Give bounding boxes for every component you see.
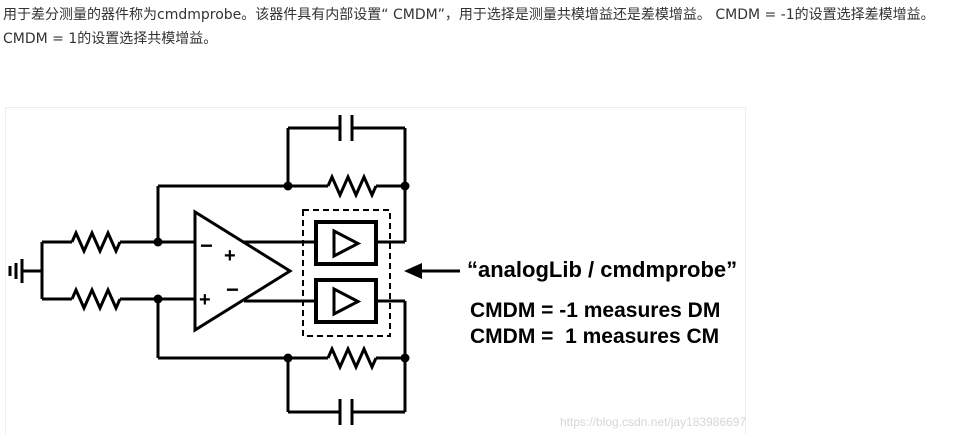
probe-top	[314, 220, 405, 266]
amp-minus-input-sign: −	[200, 233, 213, 258]
cmdmprobe-boundary	[302, 209, 391, 337]
intro-paragraph: 用于差分测量的器件称为cmdmprobe。该器件具有内部设置“ CMDM”，用于…	[3, 7, 935, 47]
junction-dots	[153, 181, 410, 363]
amp-plus-output-sign: +	[224, 245, 236, 267]
cmdmprobe-figure	[5, 107, 746, 434]
ground-icon	[8, 259, 42, 283]
probe-bottom	[314, 278, 405, 324]
input-resistor-bottom	[42, 286, 158, 312]
cell-name-label: “analogLib / cmdmprobe”	[467, 257, 737, 282]
feedback-top	[156, 115, 407, 242]
arrow-head	[404, 263, 422, 279]
cmdm-dm-label: CMDM = -1 measures DM	[470, 299, 720, 322]
amp-plus-input-sign: +	[199, 289, 211, 311]
diff-amplifier	[193, 209, 293, 333]
cmdm-cm-label: CMDM = 1 measures CM	[470, 325, 719, 348]
feedback-bottom	[156, 299, 407, 425]
watermark: https://blog.csdn.net/jay183986697	[560, 415, 746, 429]
input-resistor-top	[42, 229, 158, 255]
amp-minus-output-sign: −	[226, 277, 239, 302]
